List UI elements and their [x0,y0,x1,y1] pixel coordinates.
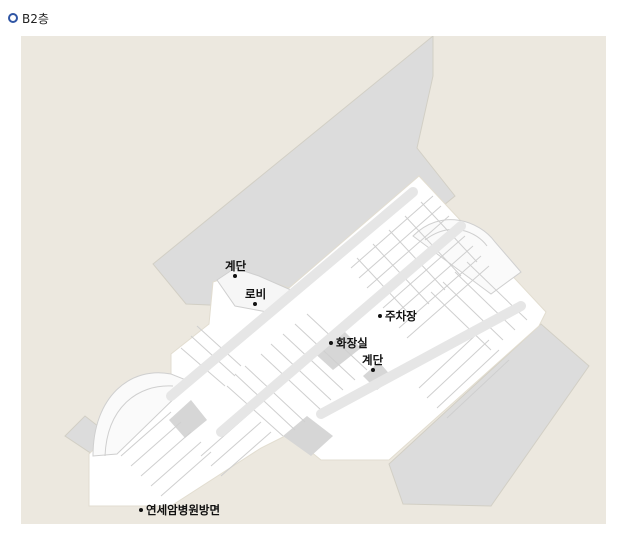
driveways [166,187,526,437]
poi-stairs-top-marker-icon [233,274,237,278]
poi-parking-label: 주차장 [385,309,417,323]
poi-lobby-label: 로비 [245,287,267,301]
floor-bullet-icon [8,13,18,23]
floor-plan-drawing [64,36,590,507]
poi-restroom-label: 화장실 [336,336,368,350]
poi-stairs-top-label: 계단 [225,259,247,273]
poi-parking[interactable]: 주차장 [378,309,417,323]
floor-map[interactable]: 계단 로비 주차장 화장실 계단 연세암병원방면 [21,36,606,524]
floor-header: B2층 [8,9,49,27]
poi-cancer-hospital-label: 연세암병원방면 [146,503,221,517]
restroom-core [311,326,361,370]
ramp-left [92,372,192,457]
poi-stairs-center[interactable]: 계단 [362,353,383,372]
poi-cancer-hospital-direction[interactable]: 연세암병원방면 [139,503,220,517]
floor-title: B2층 [22,11,49,26]
poi-restroom[interactable]: 화장실 [329,336,368,350]
poi-stairs-center-label: 계단 [362,353,384,367]
poi-parking-marker-icon [378,314,382,318]
poi-stairs-top[interactable]: 계단 [225,259,246,278]
poi-lobby-marker-icon [253,302,257,306]
core-left-small [169,400,207,438]
poi-cancer-hospital-marker-icon [139,508,143,512]
poi-stairs-center-marker-icon [371,368,375,372]
poi-restroom-marker-icon [329,341,333,345]
core-bottom [283,416,333,456]
poi-lobby[interactable]: 로비 [245,287,266,306]
